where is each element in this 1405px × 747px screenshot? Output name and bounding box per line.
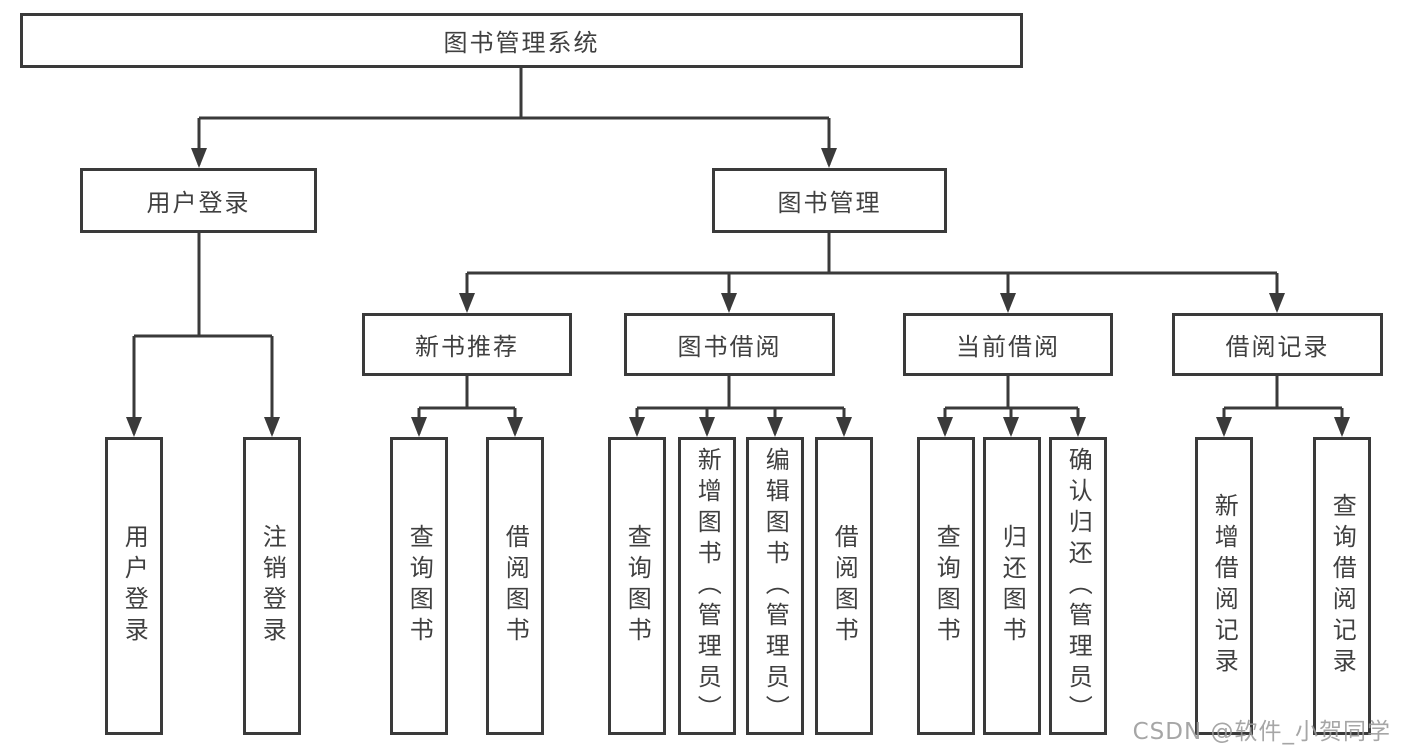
- connector-book-management-to-level2: [459, 233, 1285, 313]
- node-label: 借阅图书: [830, 524, 859, 648]
- node-label: 借阅记录: [1225, 333, 1330, 361]
- connector-borrowing-records-to-children: [1216, 376, 1350, 437]
- node-add-borrow-record: 新增借阅记录: [1195, 437, 1253, 735]
- node-label: 用户登录: [146, 189, 251, 217]
- connector-root-to-level1: [191, 68, 837, 168]
- node-logout-action: 注销登录: [243, 437, 301, 735]
- node-user-login: 用户登录: [80, 168, 317, 233]
- node-query-books-recommend: 查询图书: [390, 437, 448, 735]
- watermark: CSDN @软件_小贺同学: [1132, 719, 1391, 745]
- node-borrowing-records: 借阅记录: [1172, 313, 1383, 376]
- node-query-borrow-record: 查询借阅记录: [1313, 437, 1371, 735]
- node-label: 图书管理系统: [443, 29, 600, 57]
- node-label: 归还图书: [998, 524, 1027, 648]
- node-label: 查询图书: [932, 524, 961, 648]
- node-book-management: 图书管理: [712, 168, 947, 233]
- node-book-borrowing: 图书借阅: [624, 313, 835, 376]
- node-label: 图书管理: [777, 189, 882, 217]
- node-borrow-books-recommend: 借阅图书: [486, 437, 544, 735]
- node-query-books-current: 查询图书: [917, 437, 975, 735]
- connector-user-login-to-children: [126, 233, 280, 437]
- connector-current-borrowing-to-children: [937, 376, 1086, 437]
- node-return-books: 归还图书: [983, 437, 1041, 735]
- node-borrow-books-borrowing: 借阅图书: [815, 437, 873, 735]
- node-label: 查询图书: [623, 524, 652, 648]
- node-label: 图书借阅: [677, 333, 782, 361]
- node-label: 注销登录: [258, 524, 287, 648]
- node-label: 查询图书: [405, 524, 434, 648]
- node-add-book-admin: 新增图书（管理员）: [678, 437, 736, 735]
- node-user-login-action: 用户登录: [105, 437, 163, 735]
- node-confirm-return-admin: 确认归还（管理员）: [1049, 437, 1107, 735]
- connector-book-borrowing-to-children: [629, 376, 852, 437]
- node-label: 借阅图书: [501, 524, 530, 648]
- node-book-management-system: 图书管理系统: [20, 13, 1023, 68]
- node-edit-book-admin: 编辑图书（管理员）: [746, 437, 804, 735]
- node-label: 新增图书（管理员）: [693, 446, 722, 726]
- node-query-books-borrowing: 查询图书: [608, 437, 666, 735]
- node-label: 新书推荐: [415, 333, 519, 361]
- node-new-book-recommendation: 新书推荐: [362, 313, 572, 376]
- node-label: 确认归还（管理员）: [1064, 446, 1093, 726]
- connector-new-book-recommendation-to-children: [411, 376, 523, 437]
- node-current-borrowing: 当前借阅: [903, 313, 1113, 376]
- node-label: 新增借阅记录: [1210, 493, 1239, 679]
- node-label: 查询借阅记录: [1328, 493, 1357, 679]
- node-label: 用户登录: [120, 524, 149, 648]
- node-label: 当前借阅: [956, 333, 1060, 361]
- node-label: 编辑图书（管理员）: [761, 446, 790, 726]
